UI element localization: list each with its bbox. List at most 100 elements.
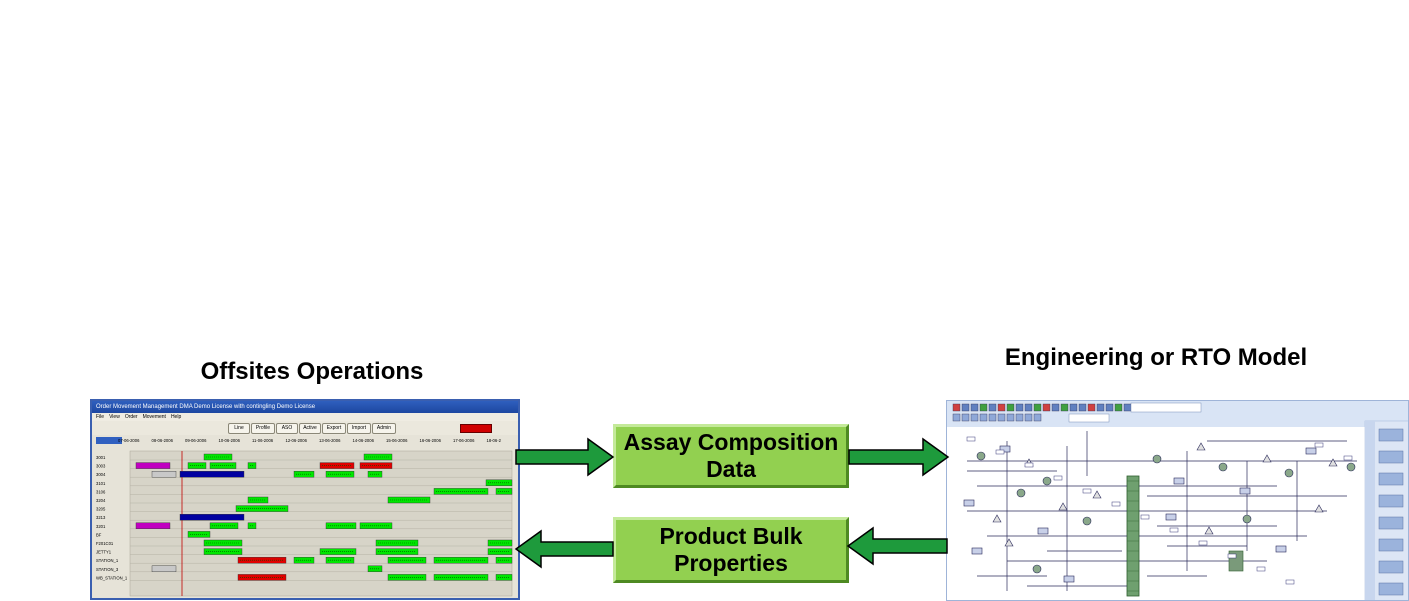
palette-item [1378, 494, 1404, 508]
toolbar-button[interactable]: Export [322, 423, 346, 434]
toolbar-icon [988, 413, 997, 422]
toolbar-icon [1024, 413, 1033, 422]
toolbar-icon [1096, 403, 1105, 412]
date-label: 16-06-2006 [420, 438, 442, 443]
row-label: 3101 [96, 481, 106, 486]
menu-item[interactable]: Order [124, 414, 138, 420]
row-label: 3003 [96, 464, 106, 469]
equipment-exchanger [971, 547, 983, 555]
toolbar-icon [997, 403, 1006, 412]
equipment-valve [1262, 454, 1272, 463]
equipment-valve [992, 514, 1002, 523]
equipment-exchanger [1305, 447, 1317, 455]
toolbar-icon [961, 403, 970, 412]
menu-item[interactable]: File [96, 414, 105, 420]
equipment-pump [1242, 514, 1252, 524]
equipment-pump [1032, 564, 1042, 574]
product-bulk-properties-box: Product Bulk Properties [613, 517, 849, 583]
palette-item [1378, 450, 1404, 464]
stream-label [995, 449, 1005, 455]
equipment-valve [1328, 458, 1338, 467]
toolbar-icon [1051, 403, 1060, 412]
equipment-pump [1152, 454, 1162, 464]
stream-label [1343, 455, 1353, 461]
row-label: 3106 [96, 489, 106, 494]
row-label: 3205 [96, 507, 106, 512]
equipment-exchanger [963, 499, 975, 507]
toolbar-icon [1024, 403, 1033, 412]
date-label: 13-06-2006 [319, 438, 341, 443]
toolbar-icon [970, 413, 979, 422]
stream-label [1256, 566, 1266, 572]
row-label: WB_STATION_1 [96, 575, 128, 580]
palette-item [1378, 428, 1404, 442]
toolbar-icon [1015, 403, 1024, 412]
date-label: 14-06-2006 [353, 438, 375, 443]
palette-item [1378, 582, 1404, 596]
row-label: STATION_1 [96, 558, 119, 563]
toolbar-icon [1015, 413, 1024, 422]
stream-label [1314, 442, 1324, 448]
toolbar-button[interactable]: Admin [372, 423, 396, 434]
equipment-pump [1042, 476, 1052, 486]
equipment-pump [1284, 468, 1294, 478]
equipment-exchanger [1239, 487, 1251, 495]
arrow-engineering-to-bulk [846, 526, 948, 566]
palette-item [1378, 516, 1404, 530]
equipment-exchanger [1275, 545, 1287, 553]
equipment-valve [1314, 504, 1324, 513]
equipment-pump [1218, 462, 1228, 472]
row-label: 3204 [96, 498, 106, 503]
equipment-valve [1092, 490, 1102, 499]
stream-label [1053, 475, 1063, 481]
eng-combo [1130, 402, 1202, 413]
equipment-valve [1058, 502, 1068, 511]
stream-label [1227, 553, 1237, 559]
stream-label [1082, 488, 1092, 494]
gantt-bar [135, 522, 171, 530]
row-label: 3213 [96, 515, 106, 520]
toolbar-icon [1105, 403, 1114, 412]
toolbar-icon [979, 413, 988, 422]
toolbar-icon [952, 413, 961, 422]
arrow-offsites-to-assay [515, 437, 615, 477]
toolbar-icon [979, 403, 988, 412]
toolbar-button[interactable]: Line [228, 423, 250, 434]
arrow-bulk-to-offsites [514, 529, 614, 569]
offsites-title: Offsites Operations [200, 358, 424, 385]
equipment-valve [1204, 526, 1214, 535]
offsites-screenshot: Order Movement Management DMA Demo Licen… [90, 399, 520, 600]
palette-item [1378, 560, 1404, 574]
toolbar-icon [1123, 403, 1132, 412]
engineering-title: Engineering or RTO Model [1004, 344, 1308, 371]
equipment-exchanger [1063, 575, 1075, 583]
equipment-pump [976, 451, 986, 461]
toolbar-icon [988, 403, 997, 412]
toolbar-button[interactable]: Import [347, 423, 371, 434]
assay-composition-box: Assay Composition Data [613, 424, 849, 488]
stream-label [1140, 514, 1150, 520]
toolbar-icon [1069, 403, 1078, 412]
eng-background [947, 401, 1408, 600]
menu-item[interactable]: View [109, 414, 120, 420]
stream-label [1024, 462, 1034, 468]
menu-item[interactable]: Help [170, 414, 182, 420]
date-label: 17-06-2006 [453, 438, 475, 443]
date-label: 10-06-2006 [219, 438, 241, 443]
stream-label [1169, 527, 1179, 533]
date-label: 07-06-2006 [118, 438, 140, 443]
menu-item[interactable]: Movement [142, 414, 166, 420]
row-label: BF [96, 532, 102, 537]
stream-label [1285, 579, 1295, 585]
toolbar-button[interactable]: Active [299, 423, 321, 434]
gantt-bar [179, 513, 245, 521]
toolbar-button[interactable]: ASO [276, 423, 298, 434]
toolbar-button[interactable]: Profile [251, 423, 275, 434]
gantt-bar [151, 471, 177, 478]
toolbar-icon [961, 413, 970, 422]
gantt-bar [151, 565, 177, 573]
row-label: 3201 [96, 524, 106, 529]
date-label: 15-06-2006 [386, 438, 408, 443]
